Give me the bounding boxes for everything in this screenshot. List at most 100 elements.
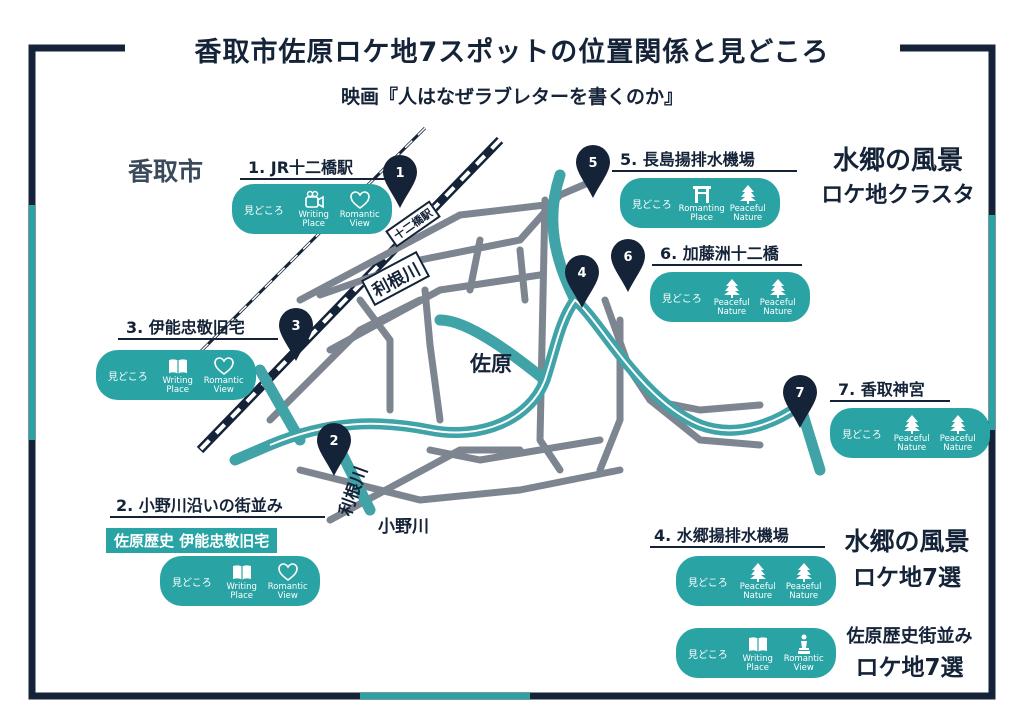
- feature-label: Romantic: [783, 654, 824, 664]
- feature-label: Peaceful: [729, 204, 766, 214]
- spot-label-2: 2. 小野川沿いの街並み: [116, 496, 283, 515]
- feature-sublabel: Nature: [733, 213, 763, 223]
- book-icon: [748, 637, 767, 652]
- feature-label: Peaceful: [893, 434, 930, 444]
- midokoro-label: 見どころ: [244, 205, 284, 217]
- feature-label: Writing: [226, 582, 257, 592]
- tree-icon: [795, 563, 812, 582]
- feature-sublabel: View: [277, 591, 298, 601]
- ono-river-label: 小野川: [378, 517, 429, 537]
- midokoro-label: 見どころ: [688, 577, 728, 589]
- side-panel-mid: 水郷の風景 ロケ地7選: [844, 527, 970, 591]
- feature-sublabel: Nature: [763, 307, 793, 317]
- feature-sublabel: Nature: [943, 443, 973, 453]
- feature-label: Peaceful: [713, 298, 750, 308]
- roads: [266, 176, 764, 524]
- spot-label-3: 3. 伊能忠敬旧宅: [126, 318, 245, 337]
- city-label: 香取市: [128, 157, 204, 186]
- spot-underline-1: [240, 178, 385, 180]
- river-edges: [269, 298, 801, 446]
- midokoro-label: 見どころ: [172, 577, 212, 589]
- midokoro-label: 見どころ: [688, 649, 728, 661]
- book-icon: [232, 565, 251, 580]
- book-icon: [168, 359, 187, 374]
- feature-sublabel: View: [349, 219, 370, 229]
- midokoro-label: 見どころ: [108, 371, 148, 383]
- tree-icon: [903, 415, 920, 434]
- spot-label-7: 7. 香取神宮: [838, 380, 925, 399]
- feature-sublabel: Place: [166, 385, 189, 395]
- spot-underline-3: [118, 338, 278, 340]
- tree-icon: [749, 563, 766, 582]
- spot-underline-4: [650, 546, 825, 548]
- gate-icon: [692, 186, 711, 203]
- tree-icon: [739, 185, 756, 204]
- feature-label: Romantic: [267, 582, 308, 592]
- feature-sublabel: View: [793, 663, 814, 673]
- feature-sublabel: Place: [746, 663, 769, 673]
- feature-label: Peaceful: [939, 434, 976, 444]
- feature-sublabel: Place: [230, 591, 253, 601]
- feature-label: Writing: [742, 654, 773, 664]
- side-panel-bottom: 佐原歴史街並み ロケ地7選: [846, 626, 973, 681]
- spot-label-5: 5. 長島揚排水機場: [620, 150, 755, 169]
- feature-sublabel: Nature: [897, 443, 927, 453]
- feature-label: Writing: [162, 376, 193, 386]
- midokoro-label: 見どころ: [632, 199, 672, 211]
- feature-label: Peaceful: [759, 298, 796, 308]
- spot-underline-7: [830, 400, 950, 402]
- heart-icon: [213, 357, 234, 375]
- spot-label-4: 4. 水郷揚排水機場: [654, 526, 789, 545]
- feature-sublabel: Nature: [717, 307, 747, 317]
- feature-label: Romanting: [678, 204, 725, 214]
- camera-icon: [304, 190, 324, 209]
- side-panel-top: 水郷の風景 ロケ地クラスタ: [821, 146, 975, 208]
- tree-icon: [723, 279, 740, 298]
- feature-label: Romantic: [339, 210, 380, 220]
- tree-icon: [769, 279, 786, 298]
- midokoro-label: 見どころ: [842, 429, 882, 441]
- sawara-label: 佐原: [470, 352, 512, 376]
- feature-sublabel: Place: [690, 213, 713, 223]
- page-subtitle: 映画『人はなぜラブレターを書くのか』: [340, 86, 683, 108]
- history-highlight-label: 佐原歴史 伊能忠敬旧宅: [106, 528, 278, 553]
- spot-underline-6: [652, 264, 802, 266]
- spot-label-1: 1. JR十二橋駅: [248, 158, 354, 177]
- page-title: 香取市佐原ロケ地7スポットの位置関係と見どころ: [194, 37, 830, 68]
- midokoro-label: 見どころ: [662, 293, 702, 305]
- spot-label-6: 6. 加藤洲十二橋: [660, 244, 779, 263]
- feature-sublabel: View: [213, 385, 234, 395]
- tree-icon: [949, 415, 966, 434]
- feature-label: Peaseful: [785, 582, 822, 592]
- heart-icon: [349, 191, 370, 209]
- statue-icon: [797, 634, 810, 654]
- heart-icon: [277, 563, 298, 581]
- feature-label: Writing: [298, 210, 329, 220]
- feature-label: Peaceful: [739, 582, 776, 592]
- feature-sublabel: Nature: [789, 591, 819, 601]
